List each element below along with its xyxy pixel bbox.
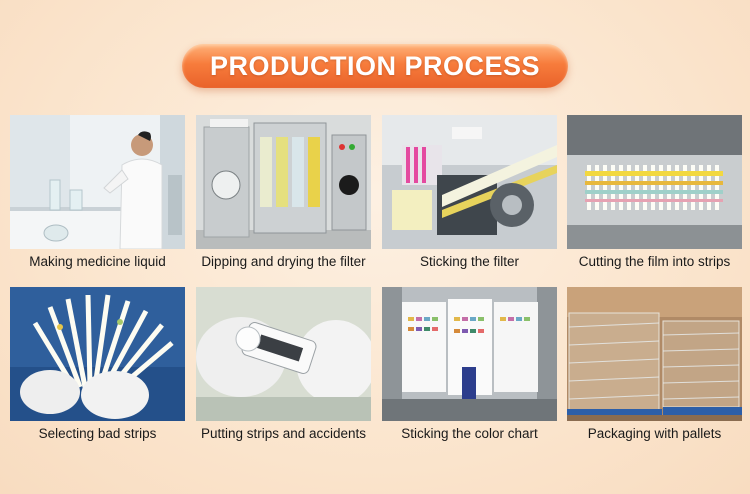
color-chart-photo: [382, 287, 557, 421]
lab-technician-photo: [10, 115, 185, 249]
dipping-machine-photo: [196, 115, 371, 249]
bottling-strips-photo: [196, 287, 371, 421]
page-title: PRODUCTION PROCESS: [209, 50, 541, 81]
step-caption: Putting strips and accidents: [200, 426, 367, 441]
step-caption: Sticking the color chart: [401, 426, 538, 441]
cutting-strips-photo: [567, 115, 742, 249]
step-caption: Selecting bad strips: [38, 426, 157, 441]
step-caption: Cutting the film into strips: [578, 254, 731, 269]
title-banner: PRODUCTION PROCESS: [182, 44, 568, 88]
step-caption: Dipping and drying the filter: [201, 254, 366, 269]
sticking-machine-photo: [382, 115, 557, 249]
pallets-photo: [567, 287, 742, 421]
step-caption: Making medicine liquid: [29, 254, 166, 269]
selecting-strips-photo: [10, 287, 185, 421]
step-caption: Packaging with pallets: [587, 426, 722, 441]
step-caption: Sticking the filter: [419, 254, 520, 269]
